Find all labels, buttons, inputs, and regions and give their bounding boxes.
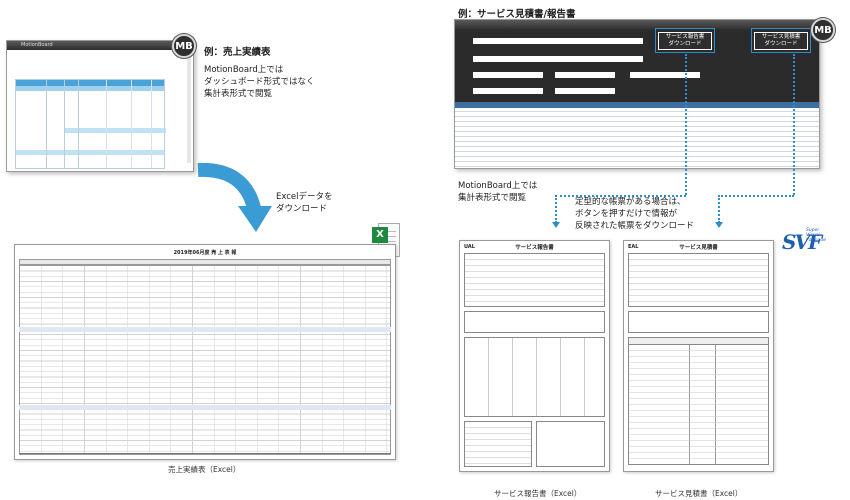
estimate-excel-caption: サービス見積書（Excel） (655, 489, 743, 498)
service-example-title: 例：サービス見積書/報告書 (458, 9, 576, 20)
connector-estimate-arrow-icon (715, 222, 723, 228)
connector-horizontal-right (718, 195, 794, 197)
connector-report-down (555, 195, 557, 223)
motionboard-logo-badge-service: MB (811, 18, 835, 42)
service-report-form: UAL サービス報告書 (459, 240, 610, 472)
scrollbar[interactable] (187, 53, 191, 163)
connector-estimate-vertical (793, 54, 795, 195)
connector-estimate-down (718, 195, 720, 223)
app-title-bar-service (455, 20, 819, 30)
svf-logo: SVF Super Visual Formade (782, 228, 826, 254)
report-logo: UAL (464, 244, 475, 250)
service-estimate-download-button[interactable]: サービス見積書 ダウンロード (754, 32, 808, 50)
motionboard-sales-screenshot: MotionBoard (6, 40, 194, 172)
app-title-bar: MotionBoard (7, 41, 193, 50)
estimate-form-title: サービス見積書 (679, 245, 718, 251)
service-list-table (455, 102, 819, 168)
report-excel-caption: サービス報告書（Excel） (494, 489, 582, 498)
download-arrow-icon (197, 162, 272, 232)
estimate-logo: EAL (628, 244, 639, 250)
excel-sales-sheet: 2019年06月度 売 上 表 報 (14, 244, 396, 460)
excel-download-label: Excelデータを ダウンロード (276, 192, 333, 214)
service-report-download-button[interactable]: サービス報告書 ダウンロード (658, 32, 712, 50)
report-form-title: サービス報告書 (515, 245, 554, 251)
sales-table (15, 79, 166, 169)
connector-report-arrow-icon (552, 222, 560, 228)
motionboard-logo-badge: MB (172, 34, 196, 58)
sheet-title: 2019年06月度 売 上 表 報 (173, 250, 237, 256)
sheet-grid (19, 265, 391, 455)
app-name: MotionBoard (21, 42, 53, 48)
service-note: MotionBoard上では 集計表形式で閲覧 (458, 181, 538, 203)
sales-excel-caption: 売上実績表（Excel） (168, 465, 241, 474)
connector-horizontal (555, 195, 686, 197)
sales-note: MotionBoard上では ダッシュボード形式ではなく 集計表形式で閲覧 (204, 65, 315, 99)
report-button-highlight (655, 28, 715, 53)
sheet-header-row (19, 259, 391, 265)
connector-report-vertical (685, 54, 687, 195)
estimate-button-highlight (751, 28, 811, 53)
sales-example-title: 例：売上実績表 (204, 47, 271, 58)
service-estimate-form: EAL サービス見積書 (623, 240, 774, 472)
form-download-callout: 定型的な帳票がある場合は、 ボタンを押すだけで情報が 反映された帳票をダウンロー… (575, 197, 695, 231)
